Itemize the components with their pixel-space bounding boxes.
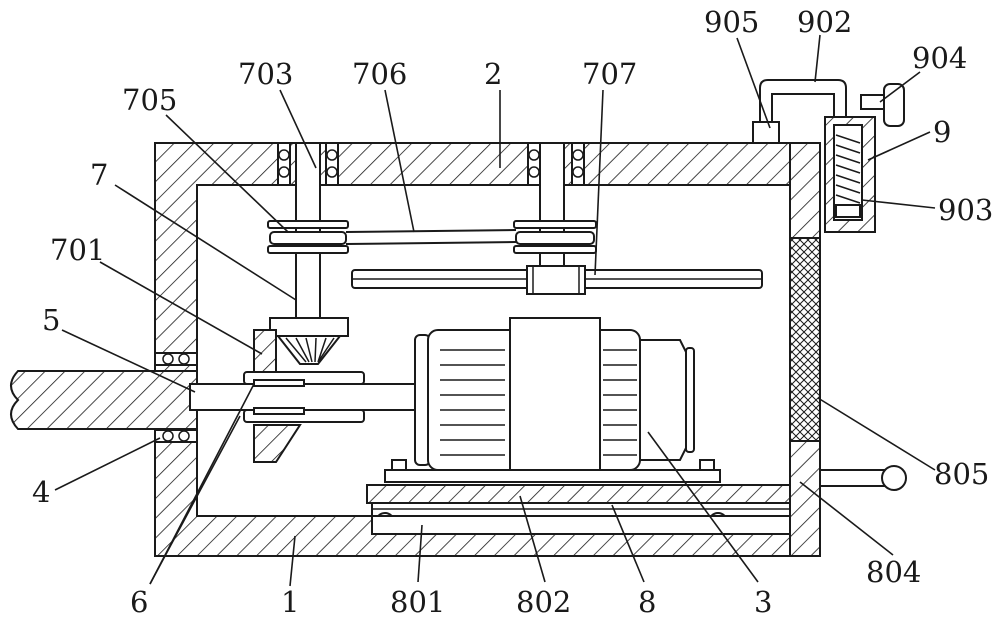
top-bearings [277,142,585,186]
label-707: 707 [582,57,637,91]
label-703: 703 [238,57,293,91]
label-804: 804 [866,555,921,589]
label-904: 904 [912,41,967,75]
label-9: 9 [933,115,951,149]
side-handle [820,465,907,491]
top-clamp [752,79,905,233]
label-5: 5 [42,303,60,337]
label-4: 4 [32,475,50,509]
label-7: 7 [90,158,108,192]
part-labels: 905 902 904 9 903 703 706 2 707 705 7 70… [32,5,993,618]
drive-shaft [189,371,416,423]
leader-lines [54,34,936,587]
label-805: 805 [934,457,989,491]
motor [384,317,721,483]
label-705: 705 [122,83,177,117]
label-903: 903 [938,193,993,227]
pulley-belt [267,220,597,254]
horizontal-bevel-gear [253,329,302,463]
label-1: 1 [281,585,299,618]
label-801: 801 [390,585,445,618]
label-802: 802 [516,585,571,618]
label-8: 8 [638,585,656,618]
side-window [789,237,821,442]
label-6: 6 [130,585,148,618]
rotating-rod [10,370,198,430]
label-3: 3 [754,585,772,618]
label-2: 2 [484,57,502,91]
slide-base [366,484,791,535]
label-706: 706 [352,57,407,91]
fan-blade [351,265,763,295]
left-vertical-shaft [295,142,321,319]
label-905: 905 [704,5,759,39]
vertical-bevel-gear [269,317,349,365]
label-701: 701 [50,233,105,267]
label-902: 902 [797,5,852,39]
